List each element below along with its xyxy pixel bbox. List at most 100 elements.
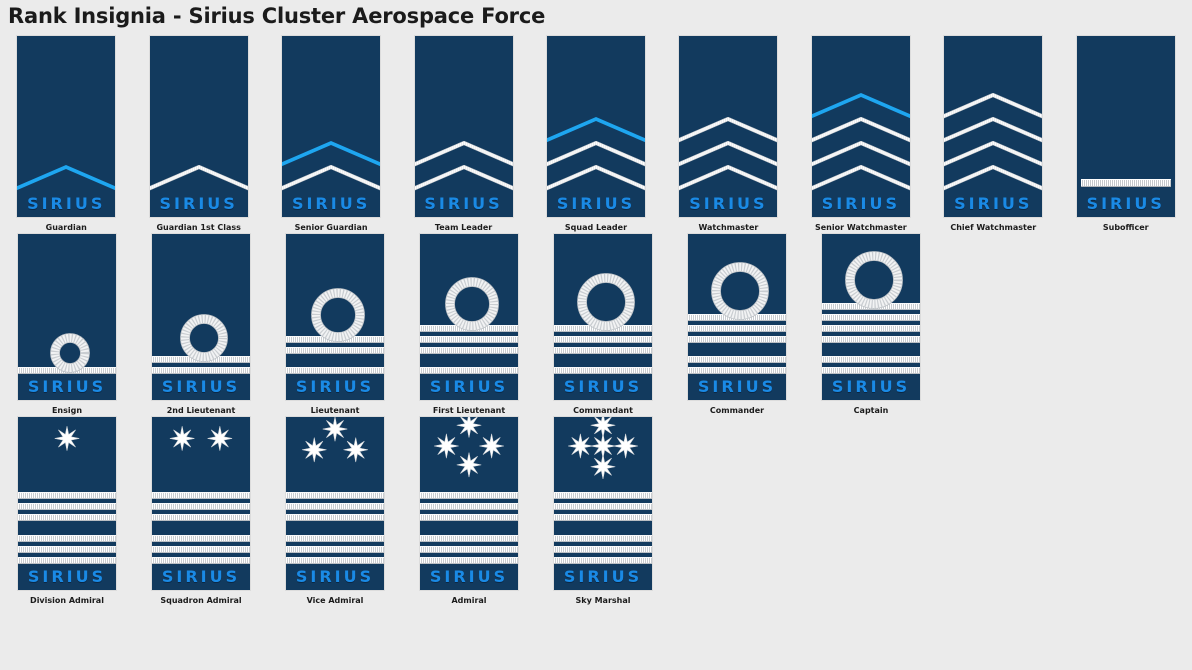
stripe-navy bbox=[286, 524, 384, 531]
sirius-wordmark: SIRIUS bbox=[420, 563, 518, 590]
insignia-cell[interactable]: SIRIUS Senior Guardian bbox=[265, 35, 397, 233]
stripe-braid bbox=[286, 556, 384, 564]
rank-label: Vice Admiral bbox=[306, 595, 364, 605]
insignia-cell[interactable]: SIRIUS Vice Admiral bbox=[268, 415, 402, 606]
insignia-cell[interactable]: SIRIUS First Lieutenant bbox=[402, 232, 536, 416]
stripe-braid bbox=[286, 534, 384, 542]
rank-patch[interactable]: SIRIUS bbox=[821, 232, 921, 401]
rank-patch[interactable]: SIRIUS bbox=[678, 35, 779, 218]
stripe-braid bbox=[286, 513, 384, 521]
stripe-navy bbox=[286, 357, 384, 363]
wordmark-text: SIRIUS bbox=[831, 376, 911, 396]
chevron-white bbox=[546, 141, 645, 167]
rank-label: Guardian 1st Class bbox=[156, 223, 241, 232]
stripe-braid bbox=[420, 491, 518, 499]
chevron-white bbox=[944, 165, 1043, 191]
wordmark-text: SIRIUS bbox=[295, 566, 375, 586]
officer-ring bbox=[577, 272, 635, 331]
rank-label: Captain bbox=[853, 405, 889, 415]
rank-patch[interactable]: SIRIUS bbox=[553, 232, 653, 401]
insignia-cell[interactable]: SIRIUS Captain bbox=[804, 232, 938, 416]
rank-label: Lieutenant bbox=[310, 405, 360, 415]
ring-and-stripes bbox=[152, 234, 250, 400]
rank-label: Senior Guardian bbox=[294, 223, 368, 232]
stripe-braid bbox=[688, 335, 786, 343]
stripe-braid bbox=[554, 556, 652, 564]
chevron-blue bbox=[546, 117, 645, 143]
stripe-braid bbox=[420, 346, 518, 354]
insignia-cell[interactable]: SIRIUS Subofficer bbox=[1060, 35, 1192, 233]
rank-patch[interactable]: SIRIUS bbox=[281, 35, 382, 218]
chevron-stack bbox=[414, 36, 513, 217]
rank-patch[interactable]: SIRIUS bbox=[151, 232, 251, 401]
chevron-white bbox=[414, 141, 513, 167]
stars-and-stripes bbox=[286, 416, 384, 590]
rank-patch[interactable]: SIRIUS bbox=[1075, 35, 1176, 218]
rank-patch[interactable]: SIRIUS bbox=[285, 415, 385, 591]
rank-patch[interactable]: SIRIUS bbox=[148, 35, 249, 218]
chevron-white bbox=[282, 165, 381, 191]
wordmark-text: SIRIUS bbox=[556, 194, 636, 213]
rank-patch[interactable]: SIRIUS bbox=[545, 35, 646, 218]
admiral-stars bbox=[152, 417, 250, 484]
stripe-braid bbox=[152, 534, 250, 542]
ring-and-stripes bbox=[18, 234, 116, 400]
rank-patch[interactable]: SIRIUS bbox=[285, 232, 385, 401]
stripe-braid bbox=[554, 545, 652, 553]
insignia-cell[interactable]: SIRIUS Guardian 1st Class bbox=[132, 35, 264, 233]
rank-label: First Lieutenant bbox=[432, 405, 506, 415]
stripe-navy bbox=[18, 524, 116, 531]
wordmark-text: SIRIUS bbox=[291, 194, 371, 213]
insignia-cell[interactable]: SIRIUS Squadron Admiral bbox=[134, 415, 268, 606]
ring-and-stripes bbox=[688, 234, 786, 400]
stripe-braid bbox=[554, 534, 652, 542]
sirius-wordmark: SIRIUS bbox=[420, 373, 518, 400]
wordmark-text: SIRIUS bbox=[161, 566, 241, 586]
rank-patch[interactable]: SIRIUS bbox=[419, 415, 519, 591]
wordmark-text: SIRIUS bbox=[429, 376, 509, 396]
stripe-braid bbox=[688, 355, 786, 363]
wordmark-text: SIRIUS bbox=[27, 194, 106, 213]
rank-patch[interactable]: SIRIUS bbox=[17, 232, 117, 401]
admiral-stars bbox=[18, 417, 116, 484]
rank-label: Subofficer bbox=[1102, 223, 1149, 232]
rank-patch[interactable]: SIRIUS bbox=[810, 35, 911, 218]
rank-label: Squadron Admiral bbox=[160, 595, 242, 605]
rank-patch[interactable]: SIRIUS bbox=[151, 415, 251, 591]
ring-and-stripes bbox=[822, 234, 920, 400]
rank-patch[interactable]: SIRIUS bbox=[413, 35, 514, 218]
rank-patch[interactable]: SIRIUS bbox=[943, 35, 1044, 218]
admiral-stars bbox=[554, 416, 652, 484]
stripe-braid bbox=[554, 502, 652, 510]
sirius-wordmark: SIRIUS bbox=[17, 191, 116, 217]
wordmark-text: SIRIUS bbox=[27, 566, 107, 586]
rank-patch[interactable]: SIRIUS bbox=[553, 415, 653, 591]
insignia-cell[interactable]: SIRIUS Lieutenant bbox=[268, 232, 402, 416]
rank-patch[interactable]: SIRIUS bbox=[687, 232, 787, 401]
rank-label: Admiral bbox=[451, 595, 487, 605]
chevron-white bbox=[944, 117, 1043, 143]
sirius-wordmark: SIRIUS bbox=[811, 191, 910, 217]
insignia-cell[interactable]: SIRIUS Admiral bbox=[402, 415, 536, 606]
wordmark-text: SIRIUS bbox=[563, 376, 643, 396]
rank-patch[interactable]: SIRIUS bbox=[419, 232, 519, 401]
chevron-white bbox=[811, 117, 910, 143]
rank-patch[interactable]: SIRIUS bbox=[16, 35, 117, 218]
rank-patch[interactable]: SIRIUS bbox=[17, 415, 117, 591]
chevron-white bbox=[811, 165, 910, 191]
stripe-braid bbox=[152, 513, 250, 521]
stripe-braid bbox=[152, 366, 250, 374]
